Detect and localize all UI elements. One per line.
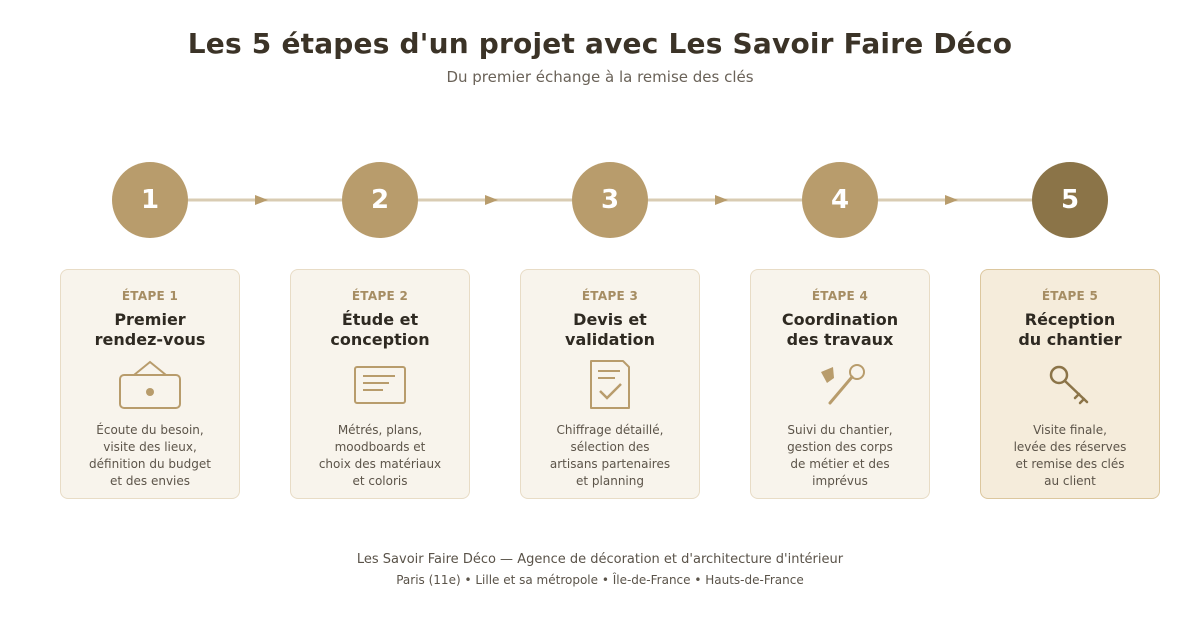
step-4-title-line2: des travaux	[786, 330, 894, 349]
step-2-description: Métrés, plans, moodboards et choix des m…	[318, 423, 442, 488]
step-4-title: Coordination des travaux	[751, 310, 929, 350]
step-3-card: ÉTAPE 3 Devis et validation Chiffrage dé…	[520, 269, 700, 499]
step-1-title-line2: rendez-vous	[94, 330, 206, 349]
step-3-title-line1: Devis et	[573, 310, 647, 329]
step-5-description: Visite finale, levée des réserves et rem…	[1013, 423, 1127, 488]
step-5-title-line1: Réception	[1024, 310, 1116, 329]
step-2-label: ÉTAPE 2	[351, 289, 409, 303]
step-1-card: ÉTAPE 1 Premier rendez-vous Écoute du be…	[60, 269, 240, 499]
step-1-title: Premier rendez-vous	[61, 310, 239, 350]
step-5-label: ÉTAPE 5	[1041, 289, 1099, 303]
step-4-label: ÉTAPE 4	[811, 289, 869, 303]
step-4-title-line1: Coordination	[781, 310, 899, 329]
step-5-circle: 5	[1032, 162, 1108, 238]
step-3-title: Devis et validation	[521, 310, 699, 350]
step-2-card: ÉTAPE 2 Étude et conception Métrés, plan…	[290, 269, 470, 499]
trowel-tool-icon	[821, 364, 865, 405]
step-3-description: Chiffrage détaillé, sélection des artisa…	[549, 423, 671, 488]
step-5-title-line2: du chantier	[1018, 330, 1122, 349]
step-2-title-line1: Étude et	[341, 310, 419, 329]
step-2-circle: 2	[342, 162, 418, 238]
step-4-circle: 4	[802, 162, 878, 238]
step-1-description: Écoute du besoin, visite des lieux, défi…	[89, 423, 211, 488]
step-5-card: ÉTAPE 5 Réception du chantier Visite fin…	[980, 269, 1160, 499]
step-1-label: ÉTAPE 1	[121, 289, 179, 303]
meeting-sign-icon	[119, 360, 181, 409]
connector-4-5	[878, 195, 1032, 205]
step-4-card: ÉTAPE 4 Coordination des travaux Suivi d…	[750, 269, 930, 499]
page-subtitle: Du premier échange à la remise des clés	[446, 68, 754, 86]
connector-3-4	[648, 195, 802, 205]
step-3-label: ÉTAPE 3	[581, 289, 639, 303]
timeline-connectors	[188, 195, 1032, 205]
connector-1-2	[188, 195, 342, 205]
checked-document-icon	[590, 360, 630, 409]
footer-agency: Les Savoir Faire Déco — Agence de décora…	[356, 552, 844, 567]
connector-2-3	[418, 195, 572, 205]
blueprint-icon	[354, 366, 406, 404]
step-5-title: Réception du chantier	[981, 310, 1159, 350]
page-title: Les 5 étapes d'un projet avec Les Savoir…	[187, 27, 1013, 60]
step-3-title-line2: validation	[565, 330, 655, 349]
footer-locations: Paris (11e) • Lille et sa métropole • Îl…	[396, 573, 804, 587]
key-icon	[1049, 365, 1089, 405]
step-3-circle: 3	[572, 162, 648, 238]
step-2-title: Étude et conception	[291, 310, 469, 350]
step-4-description: Suivi du chantier, gestion des corps de …	[787, 423, 893, 488]
step-2-title-line2: conception	[330, 330, 430, 349]
step-1-title-line1: Premier	[114, 310, 186, 329]
step-1-circle: 1	[112, 162, 188, 238]
